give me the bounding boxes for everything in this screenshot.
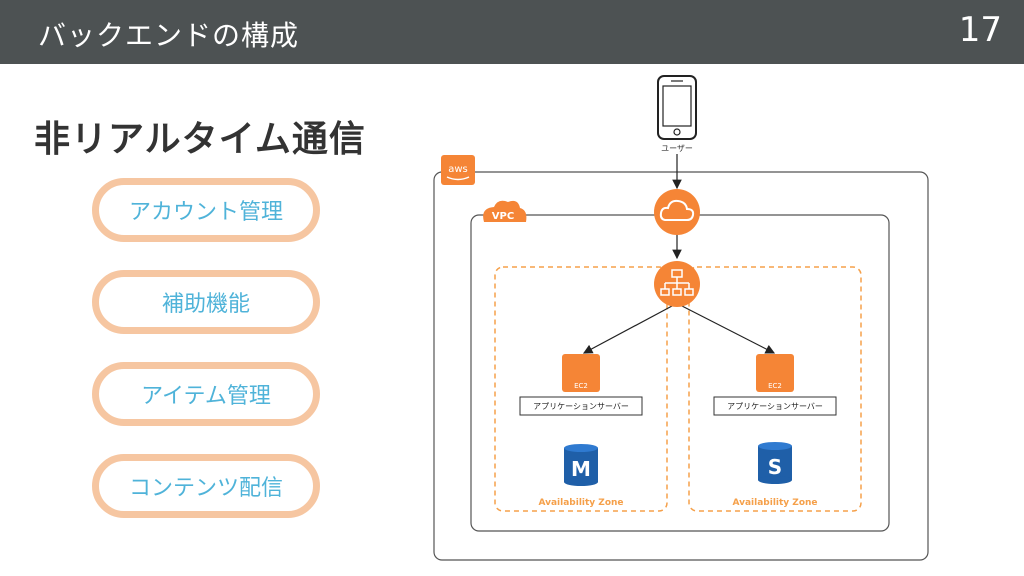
zone-label-1: Availability Zone: [538, 498, 623, 508]
header-bar: バックエンドの構成 17: [0, 0, 1024, 64]
db-letter-m: M: [571, 457, 591, 481]
feature-item: アイテム管理: [92, 362, 320, 426]
arrow-lb-to-ec2-1: [582, 305, 673, 354]
feature-account: アカウント管理: [92, 178, 320, 242]
gateway-cloud-icon: [654, 189, 700, 235]
aws-badge-text: aws: [448, 164, 468, 175]
load-balancer-icon: [654, 261, 700, 307]
vpc-cloud-icon: VPC: [483, 200, 527, 222]
feature-content: コンテンツ配信: [92, 454, 320, 518]
feature-support: 補助機能: [92, 270, 320, 334]
db-letter-s: S: [768, 455, 782, 479]
app-server-box-2: [713, 396, 837, 416]
app-server-label-1: アプリケーションサーバー: [533, 402, 629, 411]
zone-label-2: Availability Zone: [732, 498, 817, 508]
aws-logo-icon: aws: [441, 155, 475, 185]
smartphone-icon: [657, 75, 697, 140]
slide-title: バックエンドの構成: [38, 19, 300, 52]
app-server-label-2: アプリケーションサーバー: [727, 402, 823, 411]
ec2-instance-1: EC2: [562, 354, 600, 392]
app-server-box-1: [519, 396, 643, 416]
ec2-label-2: EC2: [768, 382, 782, 390]
database-slave-icon: S: [758, 442, 792, 484]
aws-cloud-box: [433, 171, 929, 561]
database-master-icon: M: [564, 444, 598, 486]
arrow-lb-to-ec2-2: [681, 305, 776, 354]
availability-zone-2: [688, 266, 862, 512]
user-label: ユーザー: [661, 144, 693, 153]
ec2-label-1: EC2: [574, 382, 588, 390]
ec2-instance-2: EC2: [756, 354, 794, 392]
page-number: 17: [958, 10, 1002, 50]
section-subtitle: 非リアルタイム通信: [34, 119, 366, 160]
vpc-badge-text: VPC: [492, 211, 514, 222]
availability-zone-1: [494, 266, 668, 512]
